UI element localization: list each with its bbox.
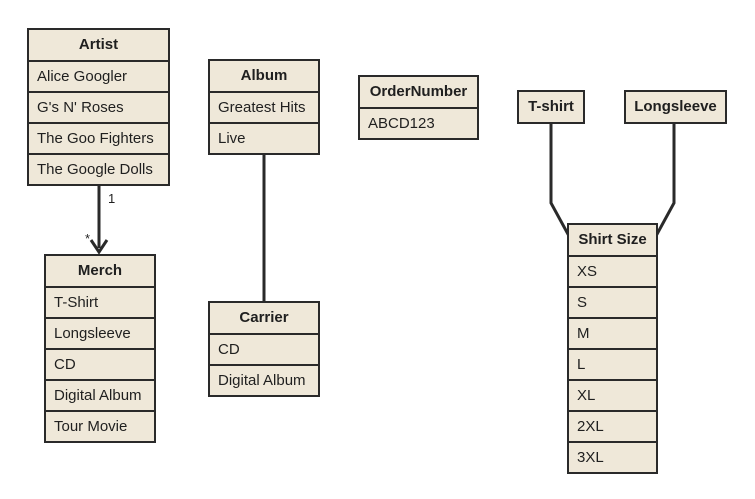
artist-title: Artist [29,30,168,62]
shirtsize-row: M [569,317,656,348]
artist-entity[interactable]: Artist Alice Googler G's N' Roses The Go… [27,28,170,186]
carrier-entity[interactable]: Carrier CD Digital Album [208,301,320,397]
longsleeve-shirtsize-connector [654,122,676,237]
artist-row: G's N' Roses [29,91,168,122]
tshirt-entity[interactable]: T-shirt [517,90,585,124]
merch-row: Longsleeve [46,317,154,348]
shirtsize-row: XS [577,263,598,280]
album-entity[interactable]: Album Greatest Hits Live [208,59,320,155]
album-row: Live [210,122,318,153]
album-title: Album [210,61,318,93]
artist-merch-arrowhead [89,239,109,255]
ordernumber-entity[interactable]: OrderNumber ABCD123 [358,75,479,140]
artist-row: Alice Googler [37,68,128,85]
longsleeve-entity[interactable]: Longsleeve [624,90,727,124]
source-multiplicity-label: 1 [108,191,116,206]
shirtsize-entity[interactable]: Shirt Size XS S M L XL 2XL 3XL [567,223,658,474]
target-multiplicity-label: * [85,231,91,246]
shirtsize-row: XL [569,379,656,410]
album-row: Greatest Hits [218,99,306,116]
shirtsize-row: L [569,348,656,379]
ordernumber-row: ABCD123 [368,115,435,132]
merch-row: Digital Album [46,379,154,410]
ordernumber-title: OrderNumber [360,77,477,109]
merch-row: T-Shirt [54,294,99,311]
carrier-row: Digital Album [210,364,318,395]
tshirt-title: T-shirt [528,98,574,115]
artist-row: The Goo Fighters [29,122,168,153]
carrier-row: CD [218,341,240,358]
merch-row: CD [46,348,154,379]
shirtsize-row: 3XL [569,441,656,472]
merch-entity[interactable]: Merch T-Shirt Longsleeve CD Digital Albu… [44,254,156,443]
artist-row: The Google Dolls [29,153,168,184]
shirtsize-title: Shirt Size [569,225,656,257]
merch-title: Merch [46,256,154,288]
carrier-title: Carrier [210,303,318,335]
shirtsize-row: 2XL [569,410,656,441]
shirtsize-row: S [569,286,656,317]
merch-row: Tour Movie [46,410,154,441]
longsleeve-title: Longsleeve [634,98,717,115]
tshirt-shirtsize-connector [549,122,571,237]
